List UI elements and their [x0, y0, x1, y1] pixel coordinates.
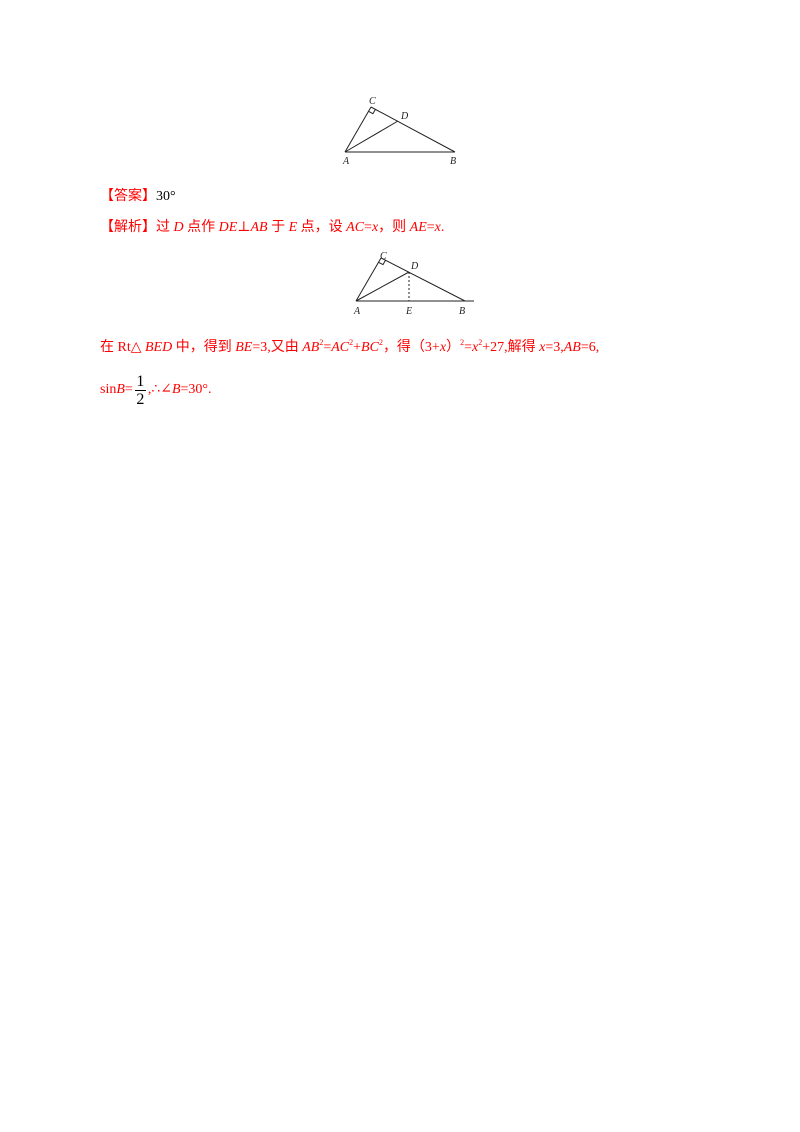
text-run: ,∴∠ [147, 382, 172, 397]
text-run: = [426, 220, 435, 235]
text-run: =6, [580, 340, 600, 355]
text-run: =3, [545, 340, 564, 355]
text-run: = [323, 340, 332, 355]
math-variable: x [371, 220, 379, 235]
math-variable: D [173, 220, 184, 235]
math-variable: BC [361, 340, 379, 355]
fraction-bar [134, 389, 146, 391]
text-run: = [124, 382, 133, 397]
fraction: 1 2 [134, 372, 146, 408]
math-variable: B [171, 382, 181, 397]
segment-ad [355, 271, 410, 302]
math-variable: AE [409, 220, 427, 235]
superscript: 2 [349, 338, 354, 347]
math-variable: B [116, 382, 125, 397]
label-a: A [353, 306, 361, 317]
segment-ac [344, 106, 372, 153]
analysis-line-2: 在 Rt△ BED 中，得到 BE=3,又由 AB2=AC2+BC2，得（3+x… [100, 338, 600, 356]
math-variable: BED [145, 340, 173, 355]
superscript: 2 [478, 338, 483, 347]
text-run: = [464, 340, 472, 355]
superscript: 2 [378, 338, 383, 347]
answer-value: 30° [156, 189, 176, 204]
label-b: B [450, 156, 456, 167]
label-d: D [400, 111, 409, 122]
analysis-line-1: 【解析】过 D 点作 DE⊥AB 于 E 点，设 AC=x，则 AE=x. [100, 220, 444, 236]
triangle-figure-bottom: C D A E B [353, 251, 474, 317]
segment-ac [355, 257, 382, 302]
text-run: ） [446, 340, 461, 355]
math-variable: x [439, 340, 447, 355]
math-variable: AB [302, 340, 320, 355]
text-run: ，则 [378, 220, 410, 235]
math-variable: x [471, 340, 479, 355]
label-e: E [405, 306, 412, 317]
fraction-denominator: 2 [136, 390, 145, 408]
right-angle-marker [368, 109, 376, 115]
math-variable: x [539, 340, 546, 355]
fraction-numerator: 1 [136, 372, 145, 390]
math-variable: AC [346, 220, 365, 235]
label-b: B [459, 306, 465, 317]
triangle-figure-top: C D A B [342, 96, 456, 167]
label-c: C [380, 251, 387, 262]
math-variable: AB [250, 220, 268, 235]
math-variable: AC [331, 340, 350, 355]
text-run: ⊥ [237, 220, 251, 235]
analysis-label: 【解析】 [100, 220, 156, 235]
segment-ad [344, 120, 399, 153]
superscript: 2 [319, 338, 324, 347]
math-variable: E [288, 220, 298, 235]
text-run: = [364, 220, 372, 235]
text-run: . [440, 220, 445, 235]
label-c: C [369, 96, 376, 107]
answer-label: 【答案】 [100, 189, 156, 204]
text-run: =30°. [180, 382, 212, 397]
text-run: ，得（3+ [382, 340, 440, 355]
segment-cb [380, 257, 466, 302]
text-run: +27,解得 [482, 340, 540, 355]
label-d: D [410, 261, 419, 272]
math-variable: DE [218, 220, 238, 235]
label-a: A [342, 156, 350, 167]
text-run: 于 [267, 220, 289, 235]
text-run: 点作 [183, 220, 219, 235]
math-variable: BE [235, 340, 253, 355]
math-variable: AB [563, 340, 581, 355]
text-run: sin [100, 382, 117, 397]
text-run: 在 Rt△ [100, 340, 145, 355]
segment-cb [370, 106, 456, 153]
text-run: 中，得到 [172, 340, 236, 355]
right-angle-marker [378, 260, 386, 266]
text-run: =3,又由 [252, 340, 303, 355]
superscript: 2 [460, 338, 465, 347]
text-run: 过 [156, 220, 174, 235]
math-variable: x [434, 220, 441, 235]
text-run: + [353, 340, 362, 355]
text-run: 点，设 [297, 220, 347, 235]
answer-line: 【答案】30° [100, 189, 176, 205]
